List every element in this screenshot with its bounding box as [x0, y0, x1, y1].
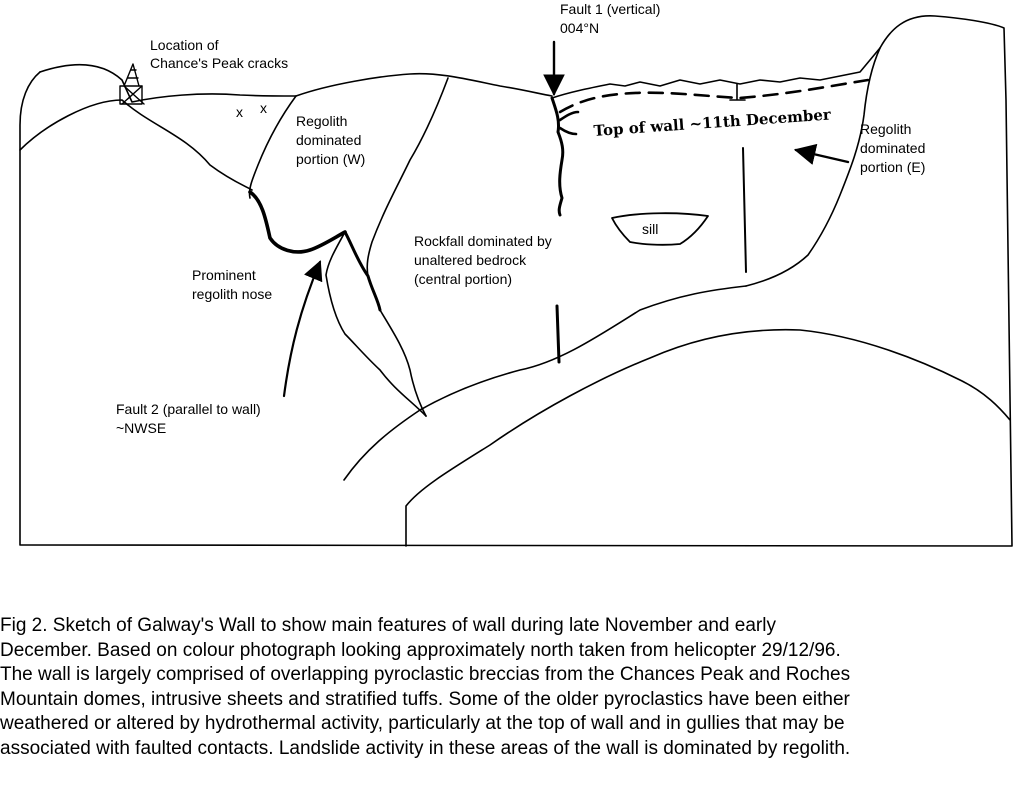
- central-ridge-west: [366, 77, 449, 277]
- label-fault-2: Fault 2 (parallel to wall) ~NWSE: [116, 401, 265, 436]
- label-fault-1: Fault 1 (vertical) 004°N: [560, 1, 664, 36]
- caption-line: Fig 2. Sketch of Galway's Wall to show m…: [0, 615, 776, 636]
- crack-mark-2: x: [260, 100, 267, 116]
- gully-west: [325, 231, 427, 417]
- chances-peak-tower-icon: [119, 63, 145, 105]
- gully-east-thick: [343, 230, 382, 312]
- vertical-line-central: [555, 304, 561, 364]
- gully-east: [379, 309, 427, 417]
- label-rockfall: Rockfall dominated by unaltered bedrock …: [414, 233, 556, 287]
- caption-line: Mountain domes, intrusive sheets and str…: [0, 688, 850, 710]
- caption-line: December. Based on colour photograph loo…: [0, 639, 841, 661]
- lower-band-upper: [343, 285, 747, 481]
- top-of-wall-dashed: [558, 78, 870, 114]
- caption-line: The wall is largely comprised of overlap…: [0, 664, 851, 685]
- top-ridge-east: [551, 47, 881, 99]
- caption-line: associated with faulted contacts. Landsl…: [0, 737, 851, 759]
- lower-mound: [405, 328, 1011, 547]
- ridge-inner: [19, 99, 253, 191]
- vertical-line-east: [742, 147, 747, 273]
- fault-1-branch: [558, 110, 580, 136]
- sill-outline: [611, 212, 709, 246]
- crack-mark-1: x: [236, 104, 243, 120]
- label-sill: sill: [642, 221, 658, 237]
- label-top-of-wall: Top of wall ~11th December: [593, 105, 832, 140]
- fault-1-trace: [550, 96, 565, 217]
- caption-line: weathered or altered by hydrothermal act…: [0, 713, 845, 734]
- regolith-w-boundary: [248, 95, 297, 199]
- galways-wall-sketch: Location of Chance's Peak cracks x x Fau…: [19, 1, 1013, 547]
- label-regolith-nose: Prominent regolith nose: [192, 267, 272, 302]
- ridge-west: [39, 63, 297, 103]
- marker-tick: [729, 83, 746, 101]
- fault-2-arrow: [282, 260, 323, 398]
- label-regolith-e: Regolith dominated portion (E): [860, 121, 929, 175]
- wall-outline: [19, 15, 1013, 547]
- label-chances-peak-cracks: Location of Chance's Peak cracks: [150, 37, 288, 71]
- regolith-e-arrow: [793, 143, 850, 165]
- label-regolith-w: Regolith dominated portion (W): [296, 113, 365, 167]
- regolith-nose-outline: [248, 190, 347, 254]
- figure-caption: Fig 2. Sketch of Galway's Wall to show m…: [0, 614, 1033, 761]
- regolith-e-boundary: [745, 47, 881, 287]
- top-ridge: [295, 72, 553, 97]
